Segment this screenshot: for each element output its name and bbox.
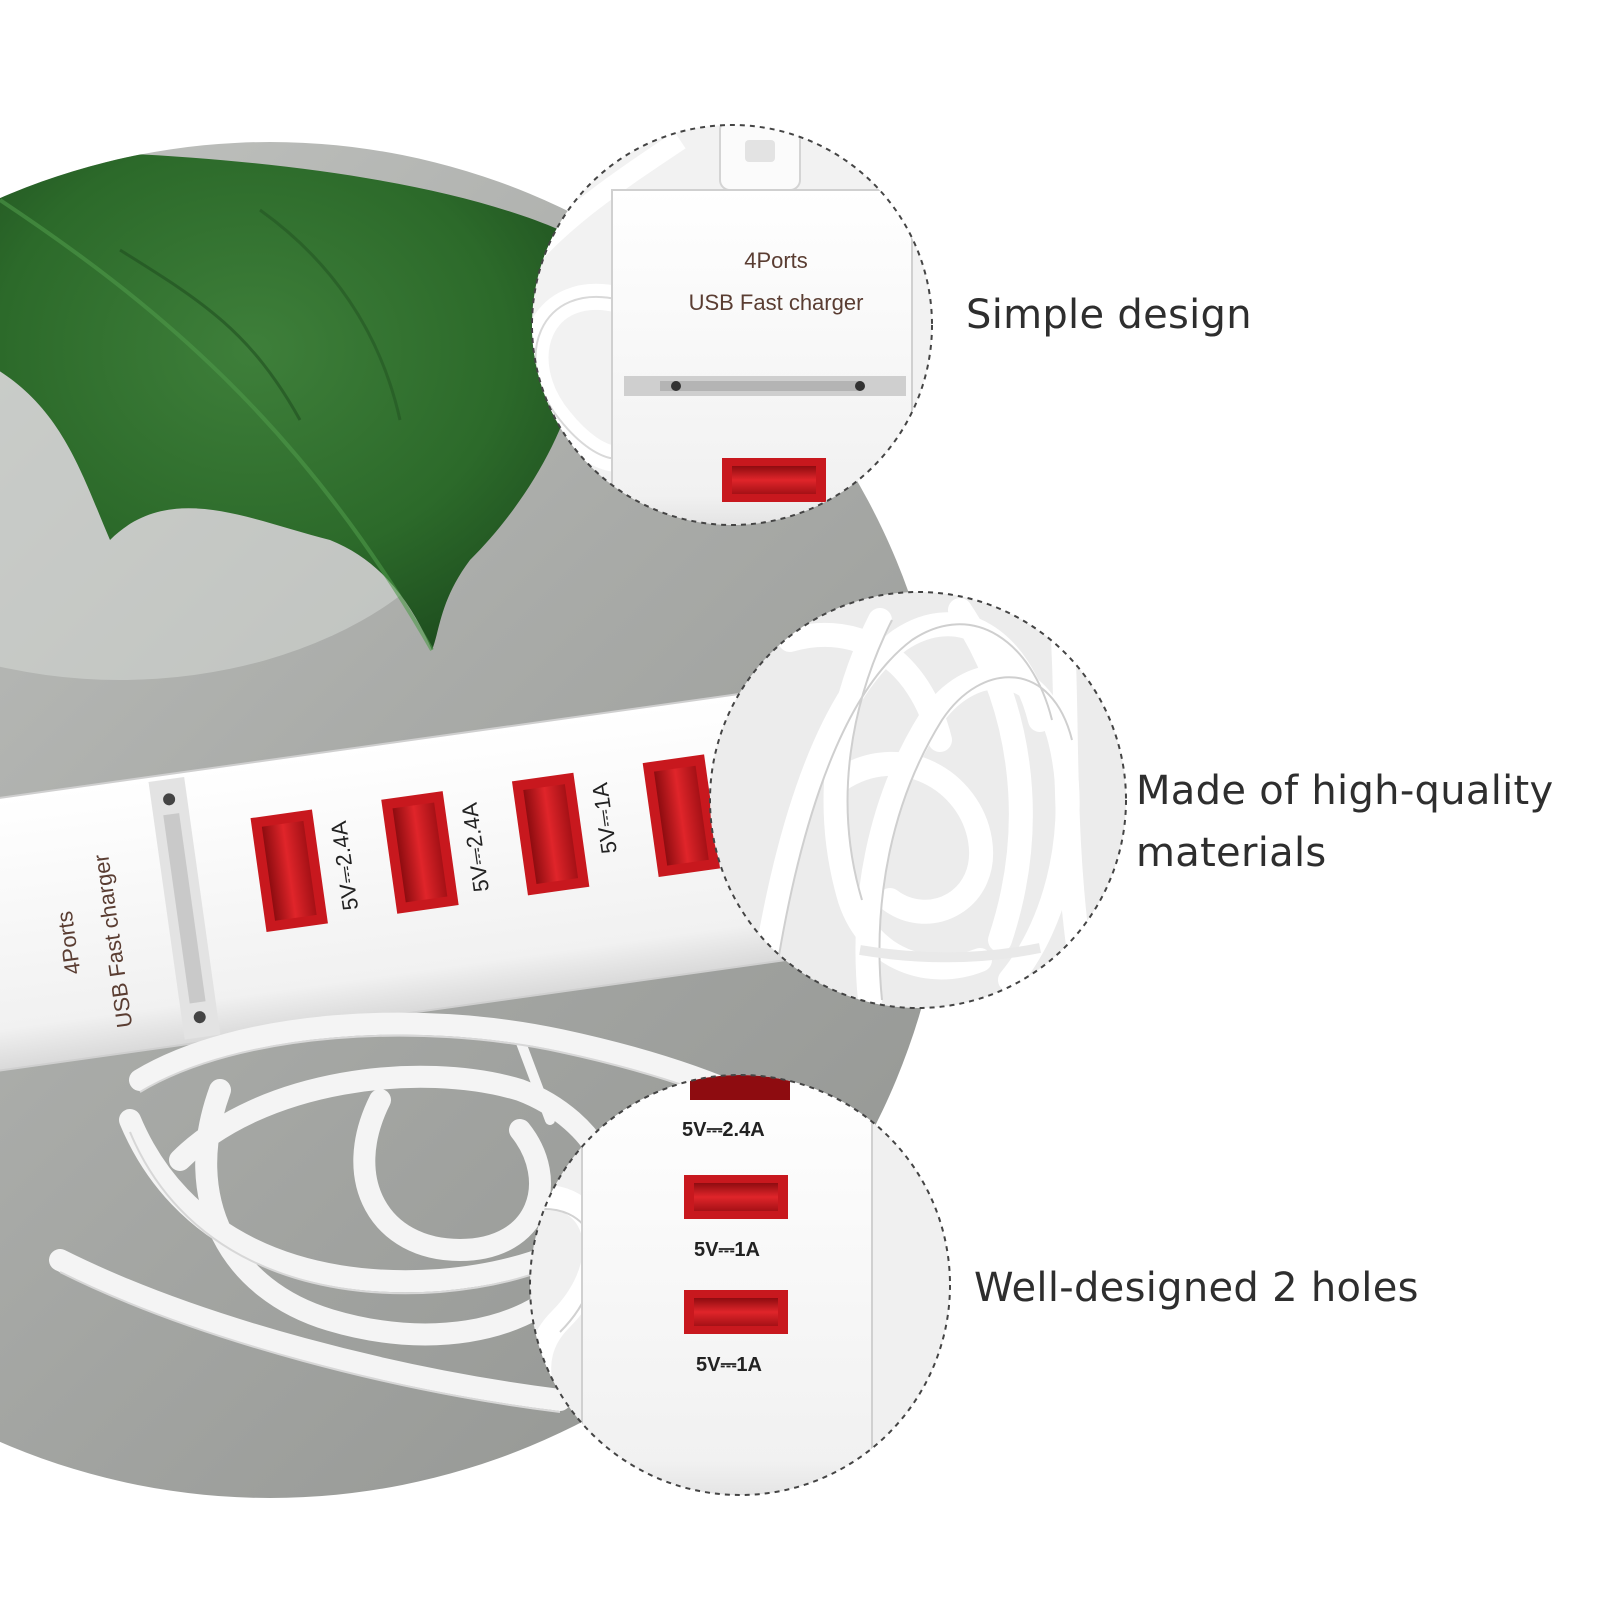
zoom1-print-line-1: 4Ports: [744, 248, 808, 273]
zoom3-port-3-rating: 5V⎓1A: [696, 1354, 762, 1376]
feature-label-simple-design: Simple design: [966, 284, 1252, 346]
zoom-circle-2-holes: 5V⎓2.4A 5V⎓1A 5V⎓1A: [529, 1074, 951, 1496]
usb-port-1: [250, 809, 328, 933]
zoom1-print-line-2: USB Fast charger: [689, 290, 864, 315]
usb-port-2: [381, 791, 459, 914]
zoom3-port-1-rating: 5V⎓2.4A: [682, 1119, 765, 1141]
leaf: [0, 150, 585, 651]
zoom3-usb-port-1: [684, 1175, 788, 1219]
zoom-circle-simple-design: 4Ports USB Fast charger 5V⎓2.4A: [531, 124, 933, 526]
zoom-circle-materials: [709, 591, 1127, 1009]
zoom1-usb-port: [722, 458, 826, 502]
zoom3-usb-port-2: [684, 1290, 788, 1334]
zoom3-port-2-rating: 5V⎓1A: [694, 1239, 760, 1261]
feature-label-line: Made of high-quality: [1136, 768, 1554, 814]
feature-label-line: Simple design: [966, 292, 1252, 338]
feature-label-materials: Made of high-quality materials: [1136, 760, 1553, 884]
charger-main: 4Ports USB Fast charger 5V⎓2.4A 5V⎓2.4A …: [0, 676, 897, 1073]
feature-label-2-holes: Well-designed 2 holes: [974, 1257, 1419, 1319]
feature-label-line: Well-designed 2 holes: [974, 1265, 1419, 1311]
usb-port-3: [511, 772, 590, 896]
feature-label-line: materials: [1136, 830, 1327, 876]
usb-port-4: [642, 754, 721, 877]
